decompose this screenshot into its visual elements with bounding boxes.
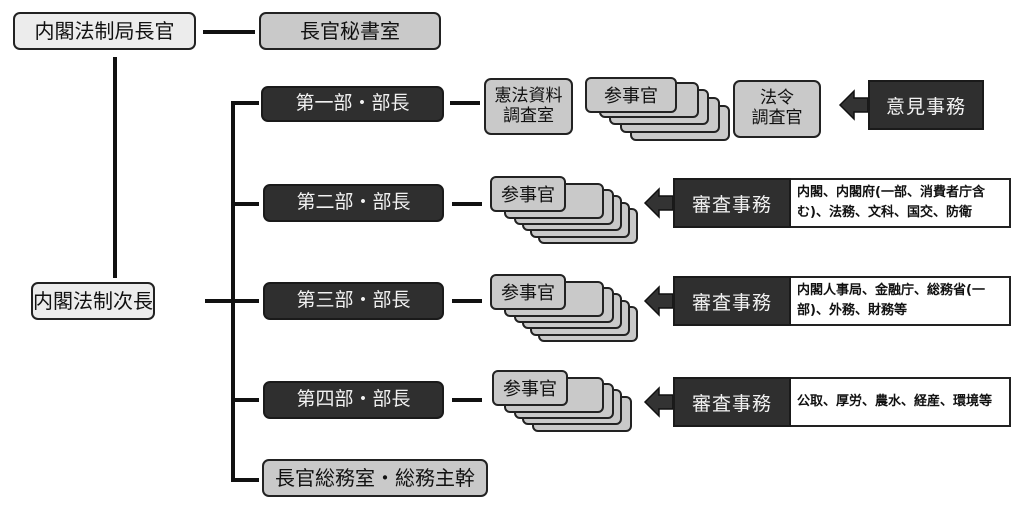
dept4-head-box: 第四部・部長 [263,381,444,419]
counselor-card-top: 参事官 [492,370,568,406]
counselor-stack-dept2: 参事官 [490,176,640,244]
connector-dept4-units [452,398,482,402]
duty-opinion: 意見事務 [838,80,984,130]
duty-label: 審査事務 [673,377,791,427]
legal-research-officer-box: 法令 調査官 [733,80,821,138]
left-arrow-icon [838,80,869,130]
director-general-box: 内閣法制局長官 [13,12,196,50]
connector-dept1-units [450,101,480,105]
jurisdiction-text: 内閣、内閣府(一部、消費者庁含む)、法務、文科、国交、防衛 [791,178,1011,228]
duty-label: 審査事務 [673,276,791,326]
connector-director-deputy [113,57,117,278]
counselor-stack-dept1: 参事官 [585,77,730,141]
counselor-stack-dept4: 参事官 [492,370,642,434]
connector-deputy-trunk [205,299,235,303]
duty-review-dept2: 審査事務 内閣、内閣府(一部、消費者庁含む)、法務、文科、国交、防衛 [643,178,1011,228]
branch-dept1 [231,101,259,105]
connector-director-secretary [203,30,255,34]
duty-label: 意見事務 [868,80,984,130]
connector-dept2-units [452,202,482,206]
left-arrow-icon [643,276,674,326]
left-arrow-icon [643,377,674,427]
branch-dept4 [231,398,259,402]
jurisdiction-text: 公取、厚労、農水、経産、環境等 [791,377,1011,427]
counselor-card-top: 参事官 [490,176,566,212]
dept2-head-box: 第二部・部長 [263,184,444,222]
dept3-head-box: 第三部・部長 [263,282,444,320]
counselor-card-top: 参事官 [490,274,566,310]
counselor-card-top: 参事官 [585,77,677,113]
branch-dept2 [231,202,259,206]
deputy-box: 内閣法制次長 [31,282,155,320]
duty-label: 審査事務 [673,178,791,228]
dept1-head-box: 第一部・部長 [261,86,444,122]
trunk-line [231,101,235,482]
constitution-research-office-box: 憲法資料 調査室 [484,78,573,135]
jurisdiction-text: 内閣人事局、金融庁、総務省(一部)、外務、財務等 [791,276,1011,326]
duty-review-dept3: 審査事務 内閣人事局、金融庁、総務省(一部)、外務、財務等 [643,276,1011,326]
secretary-office-box: 長官秘書室 [259,12,441,50]
general-affairs-box: 長官総務室・総務主幹 [262,459,488,497]
duty-review-dept4: 審査事務 公取、厚労、農水、経産、環境等 [643,377,1011,427]
branch-general-affairs [231,478,259,482]
counselor-stack-dept3: 参事官 [490,274,640,342]
branch-dept3 [231,299,259,303]
connector-dept3-units [452,299,482,303]
left-arrow-icon [643,178,674,228]
